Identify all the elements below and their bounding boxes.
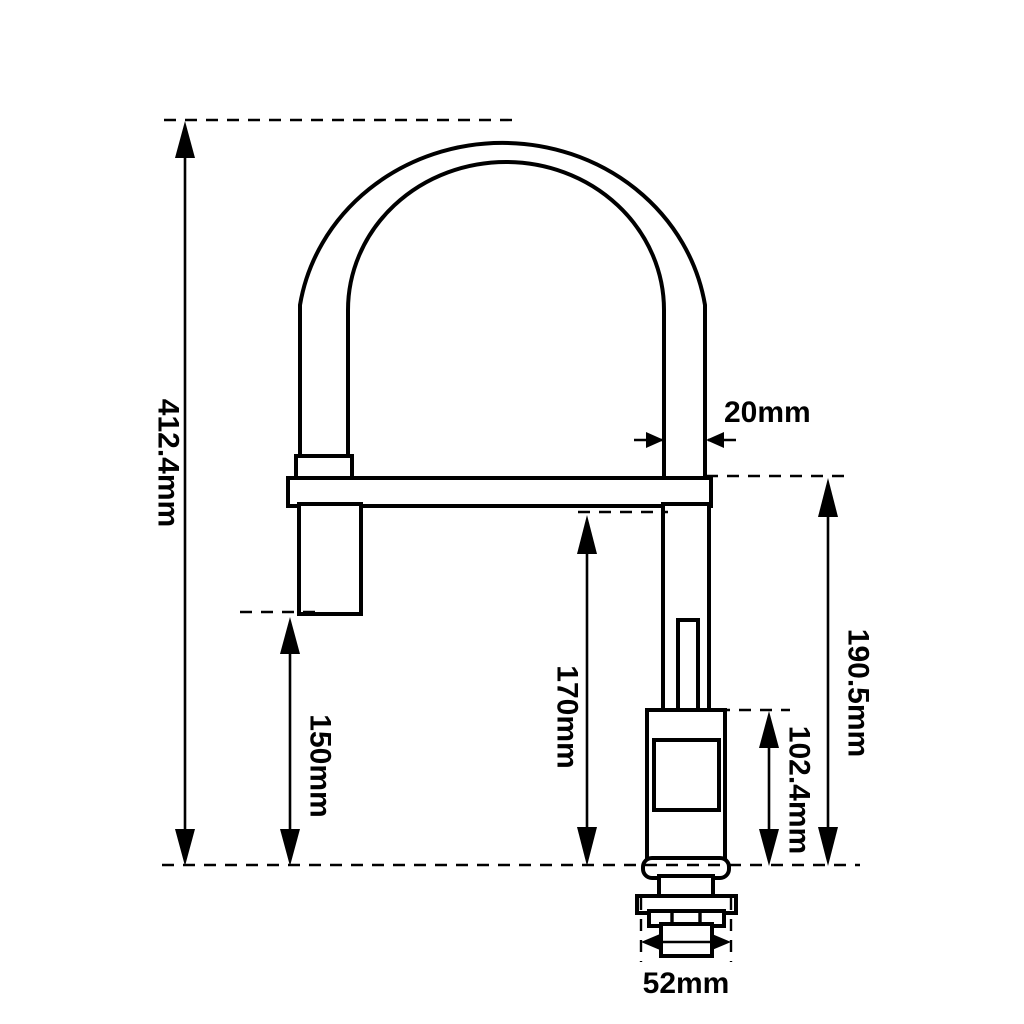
dimension-tube-diameter: 20mm bbox=[634, 396, 811, 448]
valve-body-block bbox=[645, 708, 727, 864]
left-leg-shaft bbox=[297, 502, 363, 616]
faucet-product-outline bbox=[286, 140, 738, 958]
dimension-overall-height: 412.4mm bbox=[152, 121, 195, 866]
dimension-label-spout-height: 170mm bbox=[551, 665, 584, 768]
dimension-label-cartridge-height: 102.4mm bbox=[783, 726, 816, 854]
arrowhead-up bbox=[175, 121, 195, 158]
cartridge-window bbox=[652, 738, 721, 812]
dimension-body-height: 190.5mm bbox=[818, 478, 875, 866]
tail-piece bbox=[659, 922, 714, 958]
arrowhead-down bbox=[175, 829, 195, 866]
right-column-body bbox=[661, 502, 711, 714]
reference-lines bbox=[162, 118, 860, 962]
faucet-inner-profile bbox=[346, 160, 666, 510]
dimension-label-base-width: 52mm bbox=[643, 967, 730, 1000]
dimension-spout-height: 170mm bbox=[551, 515, 597, 866]
dimension-cartridge-height: 102.4mm bbox=[759, 711, 816, 866]
dimension-base-width: 52mm bbox=[641, 934, 731, 1000]
dimension-label-body-height: 190.5mm bbox=[842, 629, 875, 757]
dimension-spout-clearance: 150mm bbox=[280, 617, 337, 866]
dimension-label-overall-height: 412.4mm bbox=[152, 399, 185, 527]
spout-cross-bar bbox=[286, 476, 713, 508]
dimension-label-spout-clearance: 150mm bbox=[304, 714, 337, 817]
dimension-label-tube-diameter: 20mm bbox=[724, 396, 811, 429]
faucet-outer-profile bbox=[298, 140, 707, 482]
